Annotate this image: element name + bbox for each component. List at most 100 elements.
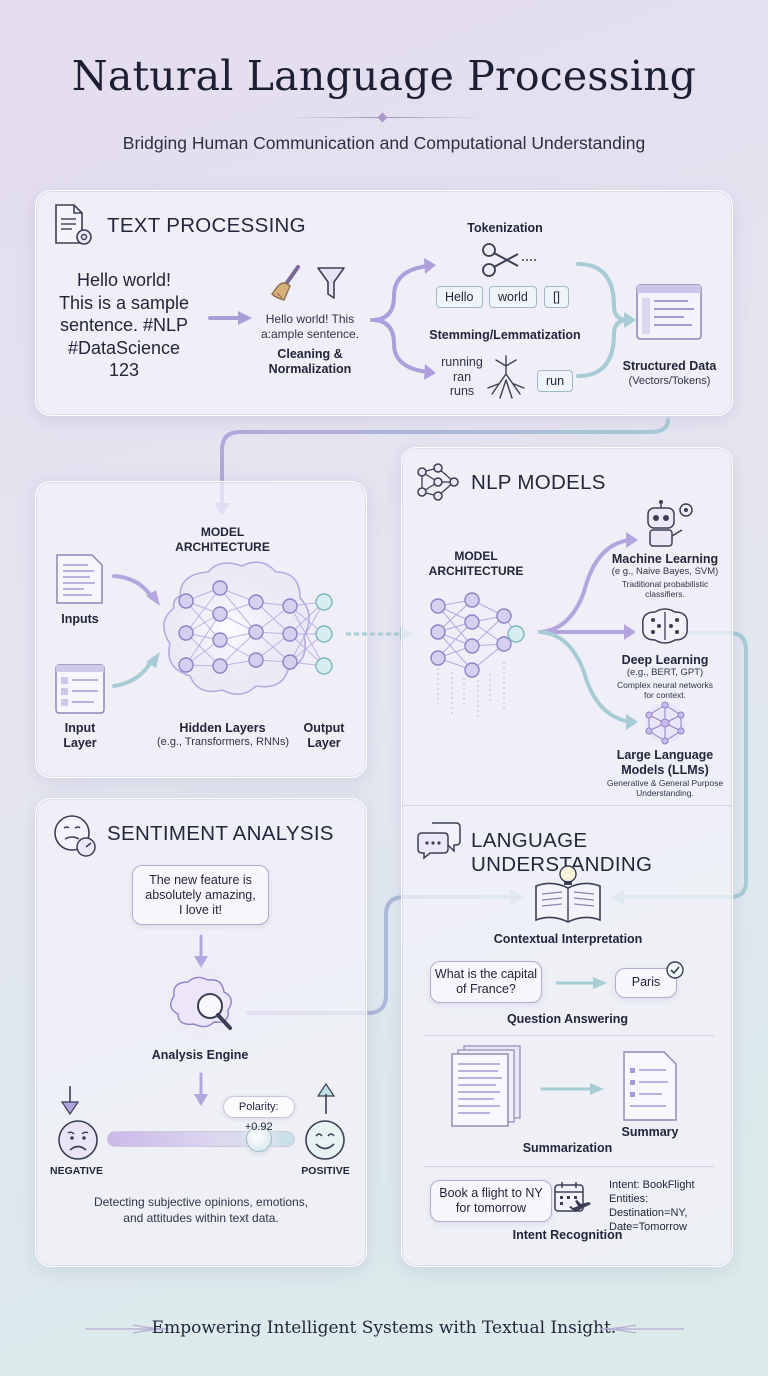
output-layer-label-line: Layer bbox=[307, 736, 341, 750]
text-processing-title: TEXT PROCESSING bbox=[107, 214, 306, 237]
sentiment-quote-line: absolutely amazing, bbox=[145, 888, 256, 902]
intent-request-line: Book a flight to NY bbox=[439, 1186, 543, 1200]
intent-request-line: for tomorrow bbox=[455, 1201, 527, 1215]
polarity-slider-thumb[interactable] bbox=[245, 1126, 272, 1152]
nlp-models-panel bbox=[401, 447, 733, 1267]
root-tree-icon bbox=[487, 355, 525, 399]
inputs-label: Inputs bbox=[61, 612, 99, 626]
answer-bubble: Paris bbox=[615, 968, 677, 998]
cleaned-text-line: a:ample sentence. bbox=[260, 327, 360, 341]
nlp-models-title: NLP MODELS bbox=[471, 471, 606, 494]
sentiment-quote-line: The new feature is bbox=[149, 873, 252, 887]
architecture-title-line: ARCHITECTURE bbox=[175, 540, 270, 554]
page-title: Natural Language Processing bbox=[71, 52, 697, 100]
funnel-icon bbox=[317, 267, 345, 299]
models-architecture-line: MODEL bbox=[454, 549, 498, 563]
cleaned-text-line: Hello world! This bbox=[265, 312, 355, 326]
chat-bubbles-icon bbox=[417, 822, 461, 860]
stem-word: running bbox=[441, 355, 483, 369]
input-layer-label: Input Layer bbox=[50, 721, 110, 751]
arrow-down-icon bbox=[194, 1072, 208, 1106]
dl-title: Deep Learning bbox=[621, 653, 709, 667]
input-layer-label-line: Input bbox=[64, 721, 96, 735]
stem-word: runs bbox=[449, 384, 475, 398]
intent-recognition-label: Intent Recognition bbox=[512, 1228, 623, 1242]
raw-text-line: #DataScience bbox=[67, 337, 181, 358]
question-answering-label: Question Answering bbox=[506, 1012, 629, 1026]
raw-text-line: sentence. #NLP bbox=[59, 315, 189, 335]
raw-text-line: 123 bbox=[108, 360, 140, 380]
polarity-readout: Polarity: +0.92 bbox=[222, 1096, 295, 1133]
ml-title: Machine Learning bbox=[611, 552, 719, 566]
raw-text-line: This is a sample bbox=[58, 292, 190, 313]
cleaning-label-line: Cleaning & bbox=[277, 347, 343, 361]
question-line: of France? bbox=[456, 982, 516, 996]
network-nodes-icon bbox=[417, 463, 459, 501]
sentiment-title: SENTIMENT ANALYSIS bbox=[107, 822, 334, 845]
footer-ornament-right bbox=[599, 1324, 684, 1334]
llm-desc-line: Generative & General Purpose bbox=[606, 778, 724, 788]
neural-network-brain-icon bbox=[163, 561, 333, 695]
input-document-icon bbox=[56, 554, 103, 604]
summarization-label: Summarization bbox=[522, 1141, 613, 1155]
branch-brace bbox=[370, 258, 436, 380]
deep-learning-brain-icon bbox=[642, 608, 688, 644]
hidden-layers-label: Hidden Layers bbox=[179, 721, 266, 735]
token-chip: [] bbox=[544, 286, 569, 308]
structured-data-label: Structured Data bbox=[622, 359, 717, 373]
text-processing-panel bbox=[35, 190, 733, 416]
stemming-label: Stemming/Lemmatization bbox=[429, 328, 581, 342]
output-layer-label: Output Layer bbox=[296, 721, 352, 751]
dl-desc-line: Complex neural networks bbox=[617, 680, 713, 690]
section-divider bbox=[424, 1035, 714, 1036]
positive-label: POSITIVE bbox=[301, 1165, 350, 1177]
llm-network-icon bbox=[645, 701, 685, 745]
brush-icon bbox=[271, 265, 300, 301]
robot-icon bbox=[647, 500, 693, 547]
cleaned-text: Hello world! This a:ample sentence. bbox=[250, 312, 370, 342]
sad-face-icon bbox=[58, 1120, 98, 1160]
entities-line: Entities: Destination=NY, bbox=[609, 1193, 688, 1219]
contextual-interpretation-label: Contextual Interpretation bbox=[493, 932, 643, 946]
small-network-icon bbox=[430, 592, 525, 718]
document-gear-icon bbox=[55, 204, 92, 245]
raw-text-sample: Hello world! This is a sample sentence. … bbox=[44, 269, 204, 382]
entities-line: Date=Tomorrow bbox=[609, 1221, 687, 1233]
sentiment-quote-bubble: The new feature is absolutely amazing, I… bbox=[132, 865, 269, 925]
intent-request-bubble: Book a flight to NY for tomorrow bbox=[430, 1180, 552, 1222]
token-chip: world bbox=[489, 286, 537, 308]
stem-words: running ran runs bbox=[434, 355, 490, 399]
input-layer-label-line: Layer bbox=[63, 736, 97, 750]
section-divider bbox=[424, 1166, 714, 1167]
structured-data-icon bbox=[636, 284, 702, 340]
intent-text: Intent: BookFlight bbox=[609, 1179, 695, 1191]
cleaning-label: Cleaning & Normalization bbox=[255, 347, 365, 377]
llm-title-line: Large Language bbox=[616, 748, 714, 762]
llm-desc-line: Understanding. bbox=[636, 788, 694, 798]
dl-sub: (e.g., BERT, GPT) bbox=[626, 667, 704, 678]
footer-tagline: Empowering Intelligent Systems with Text… bbox=[151, 1318, 617, 1338]
ml-desc-line: Traditional probabilistic bbox=[621, 579, 709, 589]
arrow-down-icon bbox=[194, 934, 208, 968]
llm-title-line: Models (LLMs) bbox=[621, 763, 709, 777]
ml-desc: Traditional probabilistic classifiers. bbox=[600, 579, 730, 599]
stem-word: ran bbox=[452, 369, 472, 384]
model-branch-arrows bbox=[538, 532, 638, 730]
output-layer-label-line: Output bbox=[303, 721, 345, 735]
arrow-right-icon bbox=[540, 1083, 604, 1095]
models-architecture-label: MODEL ARCHITECTURE bbox=[416, 549, 536, 579]
positive-arrow-up-icon bbox=[316, 1082, 336, 1114]
negative-arrow-down-icon bbox=[60, 1086, 80, 1116]
token-chip: Hello bbox=[436, 286, 483, 308]
analysis-engine-label: Analysis Engine bbox=[151, 1048, 249, 1062]
sentiment-quote-line: I love it! bbox=[178, 903, 223, 917]
architecture-title: MODEL ARCHITECTURE bbox=[150, 525, 295, 555]
merge-arrows bbox=[576, 262, 636, 378]
page-subtitle: Bridging Human Communication and Computa… bbox=[122, 133, 646, 153]
arrow-right-icon bbox=[555, 977, 607, 989]
models-architecture-line: ARCHITECTURE bbox=[428, 564, 524, 578]
input-layer-icon bbox=[55, 664, 105, 714]
sentiment-description-line: Detecting subjective opinions, emotions, bbox=[93, 1195, 309, 1209]
sentiment-description: Detecting subjective opinions, emotions,… bbox=[52, 1195, 350, 1226]
llm-title: Large Language Models (LLMs) bbox=[600, 748, 730, 778]
